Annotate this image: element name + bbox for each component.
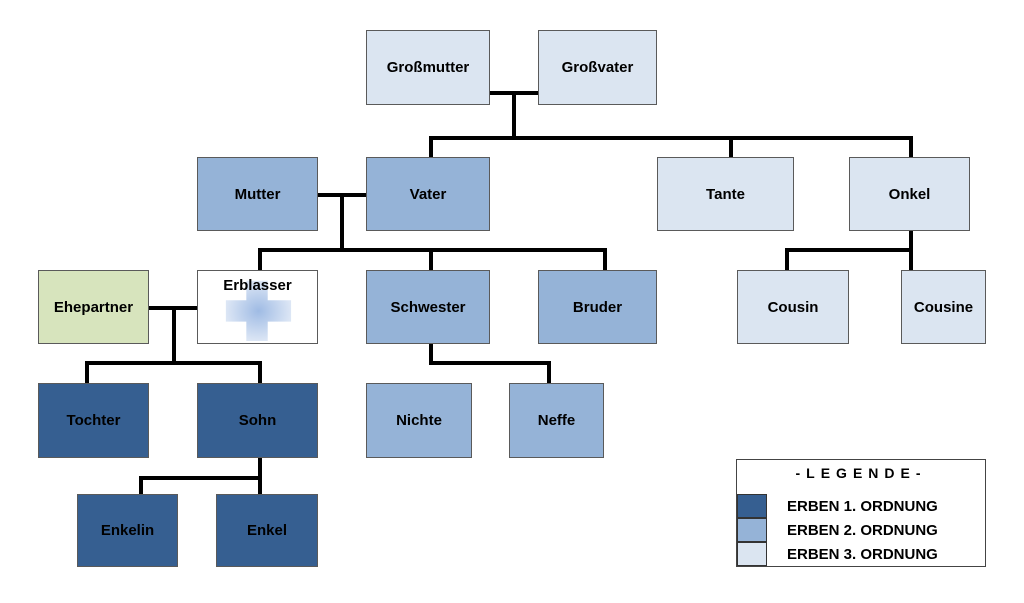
box-schwester: Schwester [366,270,490,344]
label: Tochter [66,412,121,429]
parents-connector [258,193,607,272]
box-enkel: Enkel [216,494,318,567]
label: Cousine [913,298,974,316]
box-sohn: Sohn [197,383,318,458]
box-grossvater: Großvater [538,30,657,105]
legend-item: ERBEN 2. ORDNUNG [737,518,985,542]
label: Mutter [234,185,281,203]
box-erblasser: Erblasser [197,270,318,344]
grandparents-connector [429,91,913,159]
legend-swatch-order3 [737,542,767,566]
label: Vater [409,185,447,203]
legend-swatch-order2 [737,518,767,542]
box-vater: Vater [366,157,490,231]
legend-item: ERBEN 3. ORDNUNG [737,542,985,566]
label: Enkelin [100,522,155,539]
onkel-children-connector [785,229,913,272]
label: Großvater [561,59,634,76]
label: Enkel [246,522,288,539]
legend-swatch-order1 [737,494,767,518]
label: Großmutter [386,59,470,76]
label: Erblasser [223,277,292,294]
legend: -LEGENDE- ERBEN 1. ORDNUNG ERBEN 2. ORDN… [736,459,986,567]
legend-label: ERBEN 1. ORDNUNG [787,498,938,515]
label: Bruder [572,298,623,316]
box-cousin: Cousin [737,270,849,344]
erblasser-children-connector [85,306,262,385]
label: Nichte [396,412,442,429]
box-mutter: Mutter [197,157,318,231]
legend-label: ERBEN 2. ORDNUNG [787,522,938,539]
box-tochter: Tochter [38,383,149,458]
box-tante: Tante [657,157,794,231]
box-grossmutter: Großmutter [366,30,490,105]
box-nichte: Nichte [366,383,472,458]
sohn-children-connector [139,456,262,496]
label: Cousin [767,298,819,316]
box-bruder: Bruder [538,270,657,344]
label: Schwester [390,298,466,316]
label: Onkel [888,185,931,203]
box-cousine: Cousine [901,270,986,344]
label: Ehepartner [53,298,134,316]
legend-title: -LEGENDE- [795,465,927,481]
label: Sohn [238,412,277,429]
box-enkelin: Enkelin [77,494,178,567]
box-onkel: Onkel [849,157,970,231]
label: Tante [706,185,745,203]
schwester-children-connector [429,342,551,385]
label: Neffe [537,412,576,429]
legend-label: ERBEN 3. ORDNUNG [787,546,938,563]
box-ehepartner: Ehepartner [38,270,149,344]
box-neffe: Neffe [509,383,604,458]
legend-item: ERBEN 1. ORDNUNG [737,494,985,518]
